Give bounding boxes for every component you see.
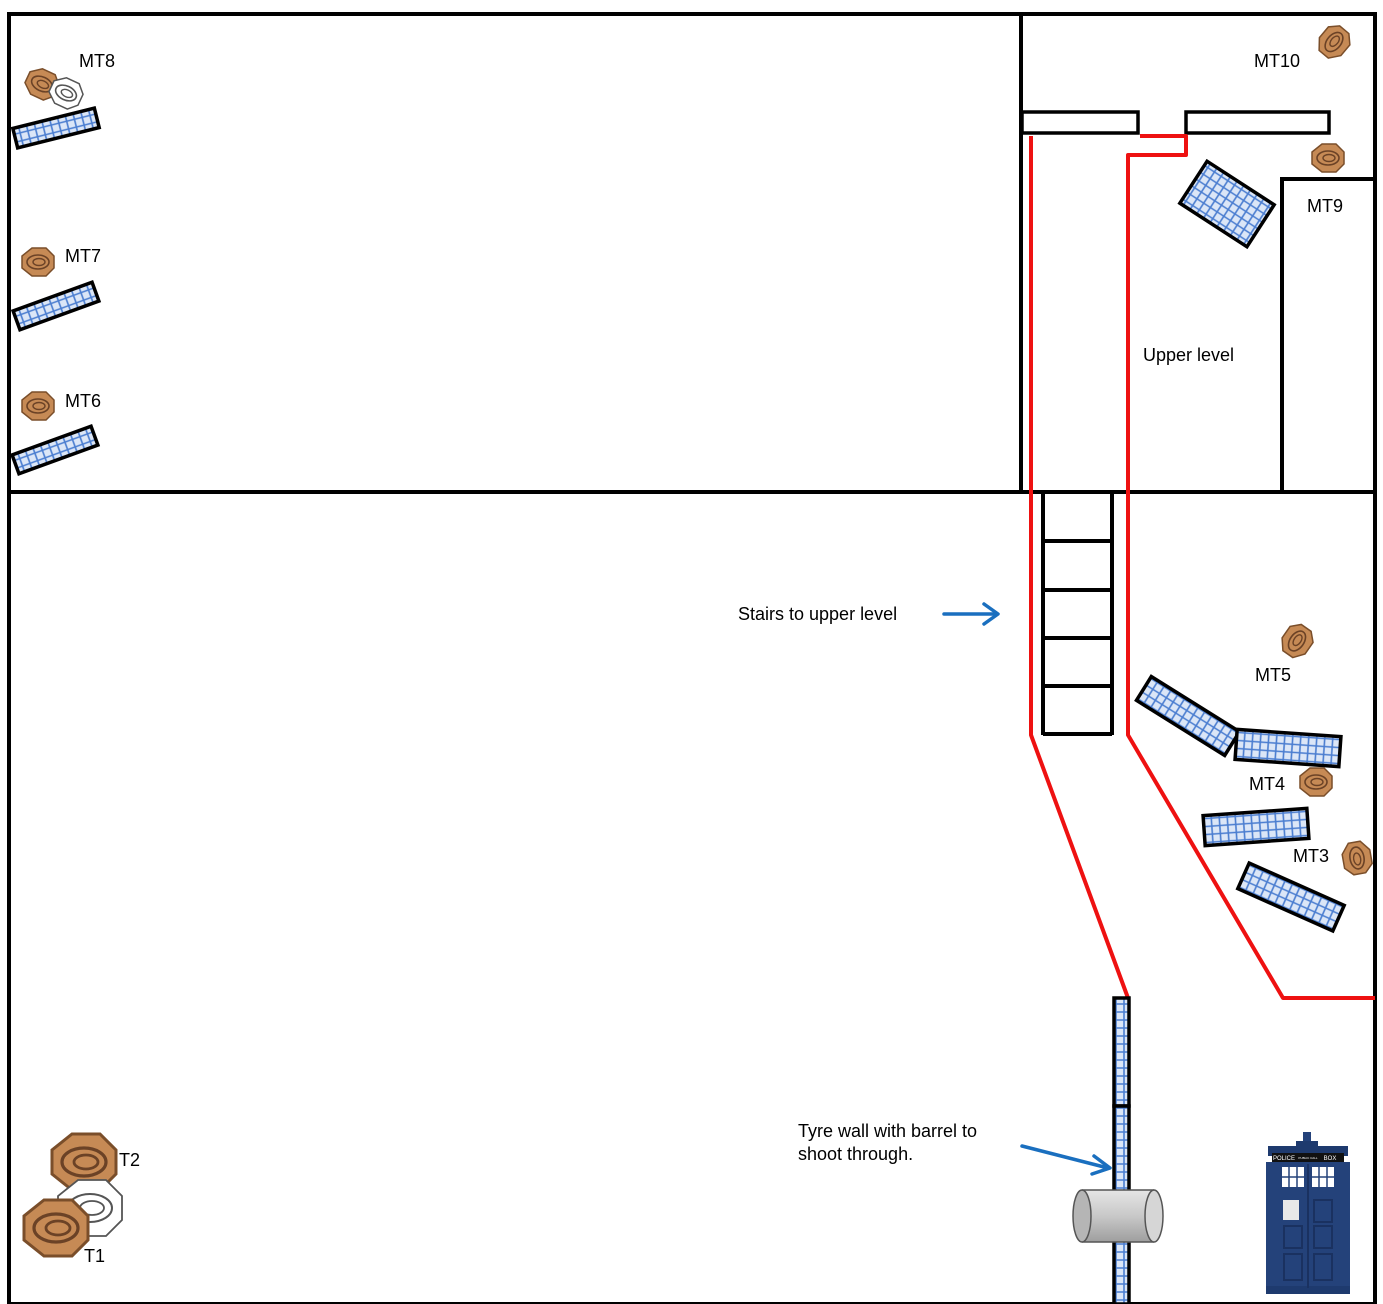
police-box-icon: POLICE PUBLIC CALL BOX (1266, 1132, 1350, 1294)
tyre-wall-vertical-upper (1112, 996, 1131, 1108)
target-mt3-icon (1339, 839, 1375, 877)
tyre-wall-mt5a (1134, 674, 1242, 758)
label-t1: T1 (84, 1246, 105, 1266)
stairs (1041, 492, 1114, 736)
tyre-wall-mt5b (1233, 727, 1343, 769)
tyre-wall-mt9 (1177, 158, 1277, 250)
target-mt5-icon (1275, 619, 1319, 663)
label-mt4: MT4 (1249, 774, 1285, 794)
target-mt7-icon (21, 247, 55, 277)
upper-level-right-wall (1280, 177, 1375, 492)
label-mt5: MT5 (1255, 665, 1291, 685)
fault-line-right (1126, 134, 1375, 1000)
target-mt6-icon (21, 391, 55, 421)
target-mt4-icon (1299, 767, 1333, 797)
fault-line-left (1029, 136, 1130, 999)
arrows (942, 602, 1112, 1176)
label-mt7: MT7 (65, 246, 101, 266)
barrel (1072, 1189, 1164, 1243)
tyre-wall-mt3 (1235, 860, 1347, 934)
label-t2: T2 (119, 1150, 140, 1170)
police-box-sign-right: BOX (1324, 1156, 1337, 1162)
text-labels: MT10 MT9 MT8 MT7 MT6 MT5 MT4 MT3 T2 T1 U… (65, 51, 1343, 1266)
label-tyre-wall-line2: shoot through. (798, 1144, 913, 1164)
tyre-wall-mt4 (1201, 806, 1311, 848)
outer-wall (7, 12, 1377, 1304)
label-stairs: Stairs to upper level (738, 604, 897, 624)
fault-lines (1029, 134, 1375, 1000)
target-mt10-icon (1312, 19, 1356, 65)
label-mt10: MT10 (1254, 51, 1300, 71)
upper-partition-left (1020, 110, 1140, 135)
police-box-sign-middle: PUBLIC CALL (1298, 1156, 1318, 1160)
tyre-walls (9, 106, 1347, 1304)
tyre-wall-mt7 (10, 279, 102, 333)
label-upper-level: Upper level (1143, 345, 1234, 365)
target-t1-icon (22, 1198, 90, 1258)
walls (7, 12, 1377, 1304)
no-shoot-mt8-icon (48, 76, 84, 110)
stairs-arrow-icon (942, 602, 1000, 626)
label-mt9: MT9 (1307, 196, 1343, 216)
label-mt8: MT8 (79, 51, 115, 71)
label-mt6: MT6 (65, 391, 101, 411)
label-mt3: MT3 (1293, 846, 1329, 866)
target-mt9-icon (1311, 143, 1345, 173)
label-tyre-wall-line1: Tyre wall with barrel to (798, 1121, 977, 1141)
upper-partition-right (1184, 110, 1331, 135)
police-box-sign-left: POLICE (1273, 1156, 1295, 1162)
tyre-wall-arrow-icon (1020, 1144, 1112, 1176)
steel-targets (20, 19, 1375, 1258)
tyre-wall-mt6 (9, 423, 101, 477)
tyre-wall-mt8 (10, 106, 102, 150)
